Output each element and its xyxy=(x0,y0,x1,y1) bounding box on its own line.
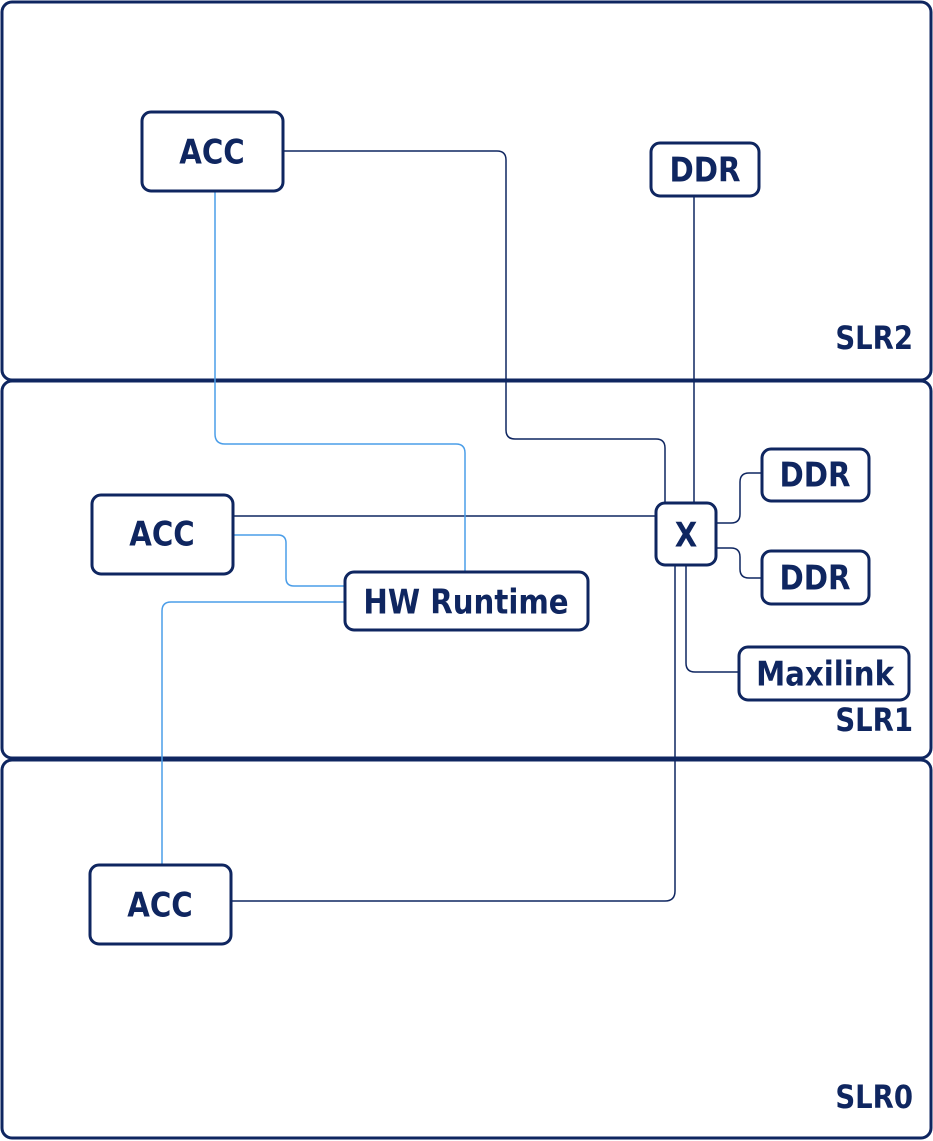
node-ddr-slr1-a: DDR xyxy=(760,447,871,503)
node-acc-slr2: ACC xyxy=(140,110,285,193)
link-crossbar-to-maxilink xyxy=(685,565,739,673)
region-slr1-frame xyxy=(0,379,933,760)
node-crossbar-label: X xyxy=(675,517,698,556)
link-acc-slr1-to-runtime xyxy=(233,534,345,587)
link-acc-slr0-to-runtime xyxy=(161,601,345,865)
region-slr2-frame xyxy=(0,0,933,382)
region-slr2-label: SLR2 xyxy=(835,320,913,358)
node-acc-slr2-label: ACC xyxy=(179,134,245,173)
node-acc-slr1-box xyxy=(90,493,235,576)
node-acc-slr1: ACC xyxy=(90,493,235,576)
node-ddr-slr2: DDR xyxy=(649,141,761,198)
node-hw-runtime-box xyxy=(343,570,590,632)
region-slr2: SLR2 xyxy=(0,0,933,382)
node-ddr-slr2-label: DDR xyxy=(669,152,740,191)
node-ddr-slr1-b-box xyxy=(760,549,871,606)
links xyxy=(161,150,762,902)
region-slr1: SLR1 xyxy=(0,379,933,760)
link-crossbar-to-ddr-b xyxy=(716,547,762,579)
node-crossbar: X xyxy=(654,501,718,567)
link-acc-slr0-to-crossbar xyxy=(231,565,676,902)
node-ddr-slr1-a-box xyxy=(760,447,871,503)
region-slr0-frame xyxy=(0,758,933,1140)
node-maxilink-box xyxy=(737,645,911,702)
node-ddr-slr1-a-label: DDR xyxy=(779,457,850,496)
node-acc-slr0-box xyxy=(88,863,233,946)
node-crossbar-box xyxy=(654,501,718,567)
node-ddr-slr1-b: DDR xyxy=(760,549,871,606)
region-slr1-label: SLR1 xyxy=(835,702,913,740)
node-acc-slr2-box xyxy=(140,110,285,193)
node-acc-slr1-label: ACC xyxy=(129,516,195,555)
node-maxilink-label: Maxilink xyxy=(756,656,895,695)
node-ddr-slr1-b-label: DDR xyxy=(779,560,850,599)
link-acc-slr2-to-runtime xyxy=(214,191,466,572)
node-ddr-slr2-box xyxy=(649,141,761,198)
link-acc-slr2-to-crossbar xyxy=(283,150,666,503)
region-slr0: SLR0 xyxy=(0,758,933,1140)
node-maxilink: Maxilink xyxy=(737,645,911,702)
region-slr0-label: SLR0 xyxy=(835,1079,913,1117)
node-hw-runtime-label: HW Runtime xyxy=(363,584,568,623)
node-acc-slr0-label: ACC xyxy=(127,887,193,926)
node-acc-slr0: ACC xyxy=(88,863,233,946)
link-crossbar-to-ddr-a xyxy=(716,472,762,524)
node-hw-runtime: HW Runtime xyxy=(343,570,590,632)
